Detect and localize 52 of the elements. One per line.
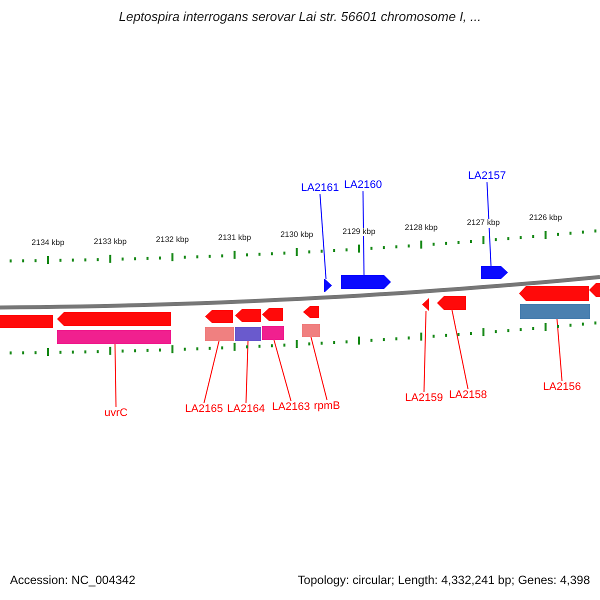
scale-label: 2130 kbp <box>280 231 314 240</box>
gene-label: uvrC <box>104 407 128 420</box>
scale-label: 2129 kbp <box>342 228 376 236</box>
gene-feature <box>303 306 319 318</box>
gene-feature <box>422 298 429 311</box>
gene-bar <box>262 326 284 340</box>
gene-label: LA2159 <box>405 392 443 404</box>
leader-line <box>362 190 364 276</box>
scale-label: 2128 kbp <box>404 224 438 232</box>
gene-label: LA2164 <box>227 403 265 416</box>
gene-label: rpmB <box>314 400 340 412</box>
leader-line <box>246 340 248 404</box>
gene-label: LA2158 <box>449 389 487 402</box>
scale-label: 2127 kbp <box>466 219 500 228</box>
gene-bar <box>235 327 261 341</box>
gene-label: LA2157 <box>468 170 506 182</box>
gene-feature <box>235 309 261 322</box>
leader-line <box>556 318 562 382</box>
gene-feature <box>205 310 233 323</box>
gene-label: LA2161 <box>301 182 339 194</box>
leader-line <box>310 336 328 400</box>
gene-feature <box>437 296 466 310</box>
gene-feature <box>0 315 53 328</box>
gene-label: LA2160 <box>344 179 382 192</box>
leader-line <box>452 310 468 390</box>
gene-feature <box>324 279 332 292</box>
leader-line <box>274 340 292 402</box>
gene-feature <box>341 275 391 289</box>
scale-label: 2131 kbp <box>218 234 252 243</box>
leader-line <box>204 340 220 404</box>
gene-feature <box>481 266 508 279</box>
leader-line <box>424 310 426 392</box>
gene-bar <box>302 324 320 337</box>
gene-bar <box>57 330 171 344</box>
scale-label: 2126 kbp <box>529 214 562 223</box>
accession-text: Accession: NC_004342 <box>10 574 136 588</box>
gene-feature <box>589 283 600 297</box>
leader-line <box>114 344 116 408</box>
gene-bar <box>205 327 234 341</box>
gene-bar <box>520 304 590 319</box>
gene-label: LA2163 <box>272 401 310 414</box>
gene-feature <box>57 312 171 326</box>
gene-label: LA2165 <box>185 403 223 416</box>
scale-label: 2133 kbp <box>94 238 127 247</box>
leader-line <box>486 182 492 266</box>
scale-label: 2134 kbp <box>32 239 64 248</box>
gene-label: LA2156 <box>543 381 581 394</box>
scale-label: 2132 kbp <box>156 236 189 245</box>
gene-feature <box>262 308 283 321</box>
title: Leptospira interrogans serovar Lai str. 56601 chromosome I, ... <box>118 10 482 24</box>
leader-line <box>320 194 326 280</box>
genome-info-text: Topology: circular; Length: 4,332,241 bp; Genes: 4,398 <box>298 574 590 588</box>
